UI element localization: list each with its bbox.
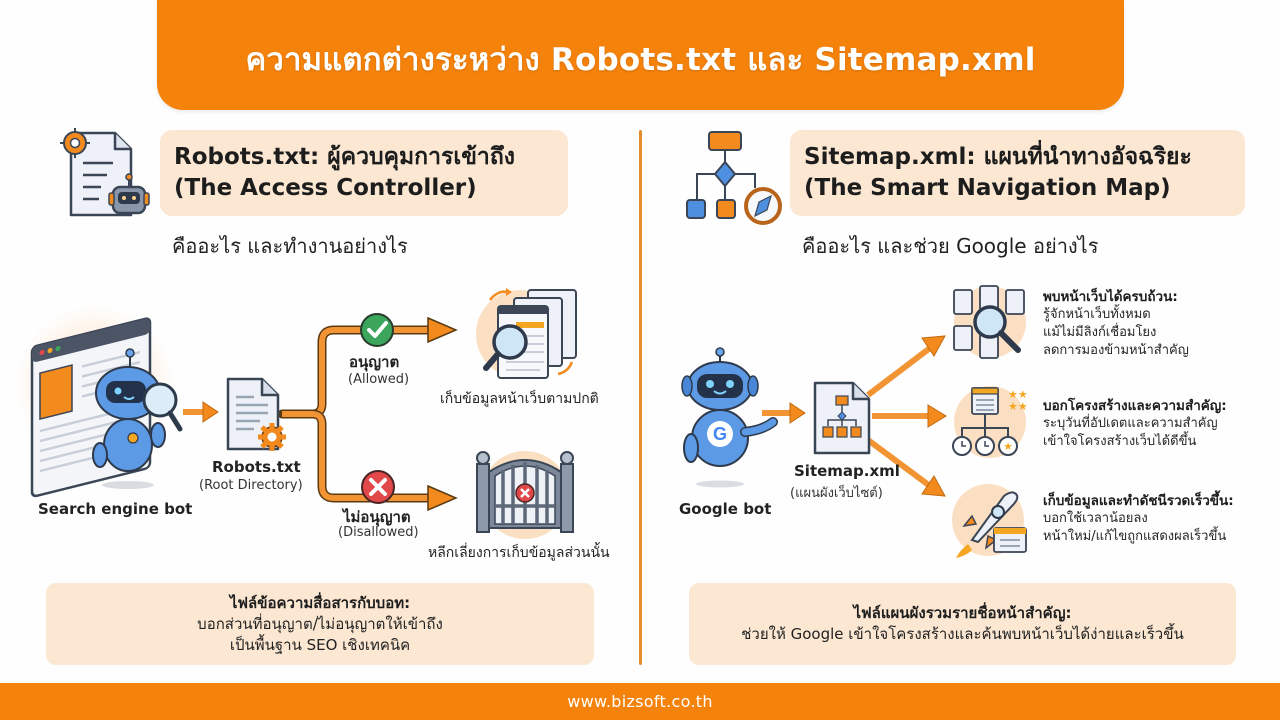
robot-magnifier-icon xyxy=(15,295,190,498)
benefit-line: หน้าใหม่/แก้ไขถูกแสดงผลเร็วขึ้น xyxy=(1043,529,1227,544)
center-divider xyxy=(639,130,642,665)
benefit-line: ระบุวันที่อัปเดตและความสำคัญ xyxy=(1043,416,1218,431)
rocket-icon xyxy=(950,480,1032,560)
svg-text:★: ★ xyxy=(1003,440,1013,453)
benefit-item: พบหน้าเว็บได้ครบถ้วน: รู้จักหน้าเว็บทั้ง… xyxy=(1043,288,1189,360)
robots-subtitle: (The Access Controller) xyxy=(174,175,477,201)
benefit-title: พบหน้าเว็บได้ครบถ้วน: xyxy=(1043,289,1178,305)
check-circle-icon xyxy=(360,313,394,347)
robots-file-sublabel: (Root Directory) xyxy=(199,478,303,493)
benefit-title: บอกโครงสร้างและความสำคัญ: xyxy=(1043,398,1227,414)
document-gear-icon xyxy=(224,375,294,455)
sitemap-file-label: Sitemap.xml xyxy=(794,462,900,480)
locked-gate-icon xyxy=(470,440,580,540)
x-circle-icon xyxy=(361,470,395,504)
google-robot-icon: G xyxy=(675,347,785,488)
benefit-title: เก็บข้อมูลและทำดัชนีรวดเร็วขึ้น: xyxy=(1043,493,1234,509)
allowed-sublabel: (Allowed) xyxy=(348,372,410,387)
document-gear-robot-icon xyxy=(55,125,165,220)
disallowed-sublabel: (Disallowed) xyxy=(338,525,419,540)
sitemap-title: Sitemap.xml: แผนที่นำทางอัจฉริยะ xyxy=(804,144,1192,170)
benefit-line: รู้จักหน้าเว็บทั้งหมด xyxy=(1043,307,1151,322)
svg-text:G: G xyxy=(713,424,727,444)
robots-summary-line2: เป็นพื้นฐาน SEO เชิงเทคนิค xyxy=(229,635,411,654)
robots-subheading: คืออะไร และทำงานอย่างไร xyxy=(172,234,408,258)
footer-url[interactable]: www.bizsoft.co.th xyxy=(567,692,713,711)
allowed-result-caption: เก็บข้อมูลหน้าเว็บตามปกติ xyxy=(440,391,599,407)
allowed-label: อนุญาต xyxy=(349,353,400,371)
benefit-line: แม้ไม่มีลิงก์เชื่อมโยง xyxy=(1043,325,1157,340)
structure-clock-star-icon: ★★ ★★ ★ xyxy=(950,384,1030,464)
robots-summary-title: ไฟล์ข้อความสื่อสารกับบอท: xyxy=(229,593,411,612)
robots-summary-panel: ไฟล์ข้อความสื่อสารกับบอท: บอกส่วนที่อนุญ… xyxy=(46,583,594,665)
sitemap-summary-title: ไฟล์แผนผังรวมรายชื่อหน้าสำคัญ: xyxy=(853,604,1072,622)
sitemap-summary-panel: ไฟล์แผนผังรวมรายชื่อหน้าสำคัญ: ช่วยให้ G… xyxy=(689,583,1236,665)
page-title: ความแตกต่างระหว่าง Robots.txt และ Sitema… xyxy=(245,42,1036,78)
pages-magnifier-icon xyxy=(470,282,580,382)
robots-title-panel: Robots.txt: ผู้ควบคุมการเข้าถึง (The Acc… xyxy=(160,130,568,216)
flowchart-compass-icon xyxy=(683,130,793,225)
sitemap-subtitle: (The Smart Navigation Map) xyxy=(804,175,1171,201)
document-sitemap-icon xyxy=(812,380,874,456)
benefit-line: บอกใช้เวลาน้อยลง xyxy=(1043,511,1148,526)
sitemap-summary-line1: ช่วยให้ Google เข้าใจโครงสร้างและค้นพบหน… xyxy=(741,625,1184,643)
google-bot-label: Google bot xyxy=(679,500,772,518)
sitemap-flow-arrows xyxy=(762,335,947,497)
robots-summary-line1: บอกส่วนที่อนุญาต/ไม่อนุญาตให้เข้าถึง xyxy=(197,614,443,633)
header-banner: ความแตกต่างระหว่าง Robots.txt และ Sitema… xyxy=(157,0,1124,110)
svg-text:★★: ★★ xyxy=(1008,400,1028,413)
benefit-line: ลดการมองข้ามหน้าสำคัญ xyxy=(1043,343,1189,358)
benefit-line: เข้าใจโครงสร้างเว็บได้ดีขึ้น xyxy=(1043,434,1197,449)
robots-title: Robots.txt: ผู้ควบคุมการเข้าถึง xyxy=(174,144,516,170)
pages-magnifier-icon xyxy=(948,282,1030,362)
sitemap-file-sublabel: (แผนผังเว็บไซต์) xyxy=(790,486,883,501)
sitemap-title-panel: Sitemap.xml: แผนที่นำทางอัจฉริยะ (The Sm… xyxy=(790,130,1245,216)
search-engine-bot-label: Search engine bot xyxy=(38,500,193,518)
footer-bar: www.bizsoft.co.th xyxy=(0,683,1280,720)
svg-text:★★: ★★ xyxy=(1008,388,1028,401)
benefit-item: บอกโครงสร้างและความสำคัญ: ระบุวันที่อัปเ… xyxy=(1043,397,1227,451)
robots-file-label: Robots.txt xyxy=(212,458,301,476)
robots-flow-arrows xyxy=(183,313,458,512)
disallowed-label: ไม่อนุญาต xyxy=(343,508,411,526)
sitemap-subheading: คืออะไร และช่วย Google อย่างไร xyxy=(802,234,1099,258)
benefit-item: เก็บข้อมูลและทำดัชนีรวดเร็วขึ้น: บอกใช้เ… xyxy=(1043,492,1234,546)
disallowed-result-caption: หลีกเลี่ยงการเก็บข้อมูลส่วนนั้น xyxy=(428,545,610,561)
